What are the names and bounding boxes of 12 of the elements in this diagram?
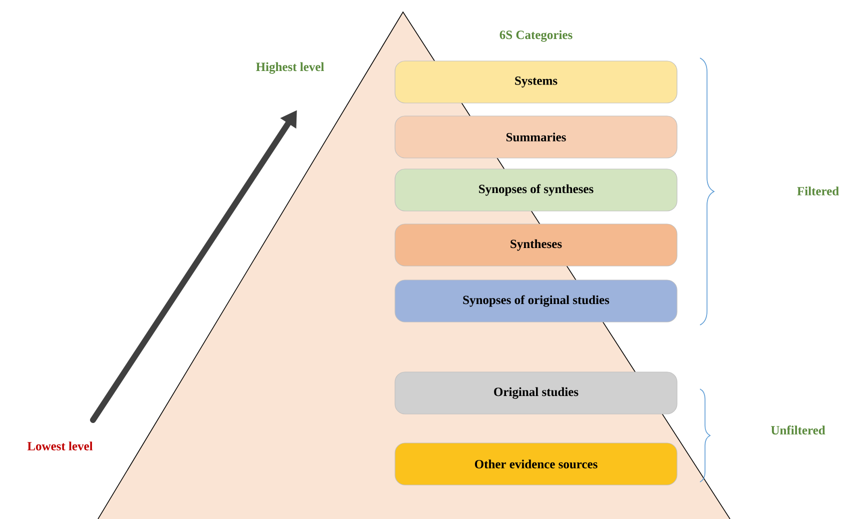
category-box: Other evidence sources (394, 442, 678, 486)
side-label: Filtered (797, 186, 839, 196)
category-box: Synopses of original studies (394, 280, 678, 322)
side-label: Highest level (256, 62, 324, 74)
side-label: Unfiltered (771, 426, 826, 434)
side-label: Lowest level (27, 442, 93, 450)
category-box: Systems (394, 60, 678, 104)
heading: 6S Categories (500, 30, 572, 42)
category-box: Synopses of syntheses (394, 168, 678, 212)
category-box: Summaries (394, 116, 678, 158)
category-box: Syntheses (394, 224, 678, 266)
category-box: Original studies (394, 372, 678, 414)
